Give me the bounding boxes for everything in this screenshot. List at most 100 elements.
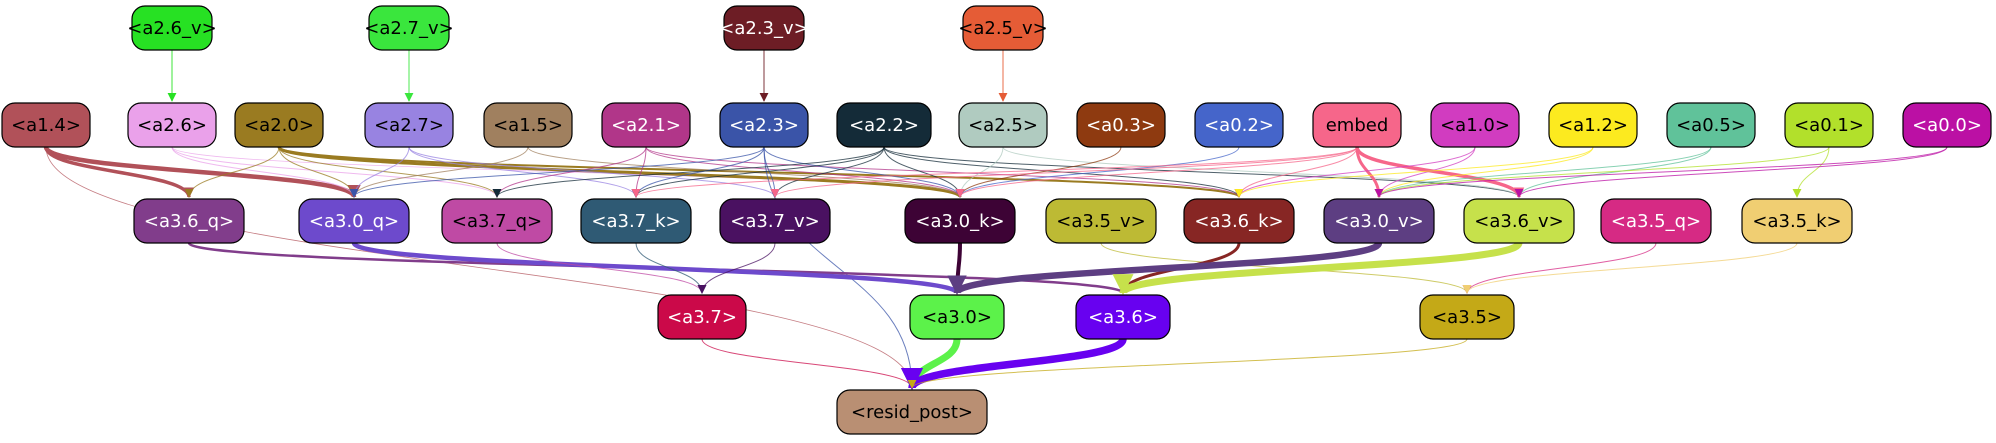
edge-a3_7_v-to-a3_7 <box>697 242 776 294</box>
node-a3-5-k[interactable]: <a3.5_k> <box>1741 198 1853 244</box>
node-label: <a2.3> <box>729 115 799 136</box>
node-a2-3[interactable]: <a2.3> <box>719 102 809 148</box>
node-a0-5[interactable]: <a0.5> <box>1666 102 1756 148</box>
edge-a3_5_q-to-a3_5 <box>1462 242 1657 294</box>
edge-a2_3-to-a3_7_k <box>631 146 765 198</box>
node-a0-2[interactable]: <a0.2> <box>1194 102 1284 148</box>
node-a0-0[interactable]: <a0.0> <box>1902 102 1992 148</box>
node-label: <a1.2> <box>1558 115 1628 136</box>
node-a3-5[interactable]: <a3.5> <box>1419 294 1515 340</box>
node-box <box>133 198 245 244</box>
node-a1-5[interactable]: <a1.5> <box>483 102 573 148</box>
node-a2-5-v[interactable]: <a2.5_v> <box>958 5 1048 51</box>
node-a2-5[interactable]: <a2.5> <box>958 102 1048 148</box>
node-a2-3-v[interactable]: <a2.3_v> <box>719 5 809 51</box>
node-a0-3[interactable]: <a0.3> <box>1076 102 1166 148</box>
node-box <box>1600 198 1712 244</box>
node-a2-6[interactable]: <a2.6> <box>127 102 217 148</box>
node-box <box>1902 102 1992 148</box>
node-box <box>1194 102 1284 148</box>
node-box <box>723 5 805 51</box>
node-a3-7-q[interactable]: <a3.7_q> <box>441 198 553 244</box>
node-a2-1[interactable]: <a2.1> <box>601 102 691 148</box>
node-a3-7[interactable]: <a3.7> <box>657 294 747 340</box>
node-embed[interactable]: embed <box>1312 102 1402 148</box>
node-box <box>1548 102 1638 148</box>
edge-a2_1-to-a3_0_k <box>645 146 965 198</box>
edge-embed-to-a3_0_k <box>955 146 1358 198</box>
node-label: <a3.7_k> <box>591 211 680 232</box>
edge-a2_0-to-a3_0_k <box>277 145 965 199</box>
node-box <box>1076 102 1166 148</box>
edge-a1_5-to-a3_0_q <box>349 146 529 198</box>
node-box <box>1741 198 1853 244</box>
node-a3-6-k[interactable]: <a3.6_k> <box>1183 198 1295 244</box>
node-label: <a3.5> <box>1432 307 1502 328</box>
node-label: <a2.3_v> <box>719 18 808 39</box>
node-a3-0-v[interactable]: <a3.0_v> <box>1323 198 1435 244</box>
node-a3-5-v[interactable]: <a3.5_v> <box>1045 198 1157 244</box>
edge-embed-to-a3_7_v <box>770 146 1358 198</box>
edge-a2_0-to-a3_6_q <box>184 146 280 198</box>
node-label: <a1.0> <box>1440 115 1510 136</box>
edge-a2_5-to-a3_6_v <box>1002 146 1524 198</box>
node-a3-7-k[interactable]: <a3.7_k> <box>580 198 692 244</box>
edge-a2_3-to-a3_0_q <box>349 146 765 198</box>
node-a0-1[interactable]: <a0.1> <box>1784 102 1874 148</box>
node-box <box>1183 198 1295 244</box>
node-a2-6-v[interactable]: <a2.6_v> <box>127 5 217 51</box>
edge-a3_0_k-to-a3_0 <box>951 242 964 295</box>
edge-a0_0-to-a3_6_v <box>1514 146 1948 198</box>
node-label: <a3.5_q> <box>1611 211 1701 232</box>
node-box <box>601 102 691 148</box>
node-a2-0[interactable]: <a2.0> <box>234 102 324 148</box>
node-label: <a2.1> <box>611 115 681 136</box>
node-a1-0[interactable]: <a1.0> <box>1430 102 1520 148</box>
node-label: <a2.0> <box>244 115 314 136</box>
node-a2-7-v[interactable]: <a2.7_v> <box>364 5 454 51</box>
edge-a2_6-to-a3_0_q <box>171 146 359 198</box>
node-box <box>1045 198 1157 244</box>
node-a2-2[interactable]: <a2.2> <box>836 102 932 148</box>
edge-a1_2-to-a3_0_v <box>1374 146 1594 198</box>
node-a3-6[interactable]: <a3.6> <box>1075 294 1171 340</box>
node-a3-0-q[interactable]: <a3.0_q> <box>298 198 410 244</box>
node-a3-0[interactable]: <a3.0> <box>909 294 1005 340</box>
edge-a2_7-to-a3_7_v <box>408 146 780 198</box>
node-a2-7[interactable]: <a2.7> <box>364 102 454 148</box>
edge-embed-to-a3_7_k <box>631 146 1358 198</box>
node-label: <a0.0> <box>1912 115 1982 136</box>
node-a1-4[interactable]: <a1.4> <box>1 102 91 148</box>
node-label: <a3.6_v> <box>1474 211 1563 232</box>
node-a3-6-v[interactable]: <a3.6_v> <box>1463 198 1575 244</box>
edge-a1_2-to-a3_6_k <box>1234 146 1594 198</box>
node-label: <a3.6_q> <box>144 211 234 232</box>
node-label: <a1.5> <box>493 115 563 136</box>
edge-a0_2-to-a3_0_k <box>955 146 1240 198</box>
node-a3-7-v[interactable]: <a3.7_v> <box>719 198 831 244</box>
node-box <box>234 102 324 148</box>
edge-a2_2-to-a3_6_v <box>883 146 1524 198</box>
node-a3-6-q[interactable]: <a3.6_q> <box>133 198 245 244</box>
node-label: <a3.0_k> <box>915 211 1004 232</box>
node-a3-0-k[interactable]: <a3.0_k> <box>904 198 1016 244</box>
node-box <box>1312 102 1402 148</box>
edge-a0_1-to-a3_5_k <box>1792 146 1830 198</box>
node-resid-post[interactable]: <resid_post> <box>836 389 988 435</box>
node-box <box>298 198 410 244</box>
node-label: <a2.6_v> <box>127 18 216 39</box>
node-label: <a3.0> <box>922 307 992 328</box>
node-label: <a0.5> <box>1676 115 1746 136</box>
edge-a3_7-to-resid_post <box>701 338 917 389</box>
node-box <box>1 102 91 148</box>
edge-a3_6-to-resid_post <box>900 337 1127 391</box>
node-box <box>719 198 831 244</box>
node-label: <a0.3> <box>1086 115 1156 136</box>
node-label: <a3.5_v> <box>1056 211 1145 232</box>
node-a3-5-q[interactable]: <a3.5_q> <box>1600 198 1712 244</box>
edge-a2_1-to-a3_6_k <box>645 146 1244 198</box>
edge-a3_7_q-to-a3_7 <box>496 242 707 294</box>
node-a1-2[interactable]: <a1.2> <box>1548 102 1638 148</box>
node-box <box>441 198 553 244</box>
node-box <box>1323 198 1435 244</box>
